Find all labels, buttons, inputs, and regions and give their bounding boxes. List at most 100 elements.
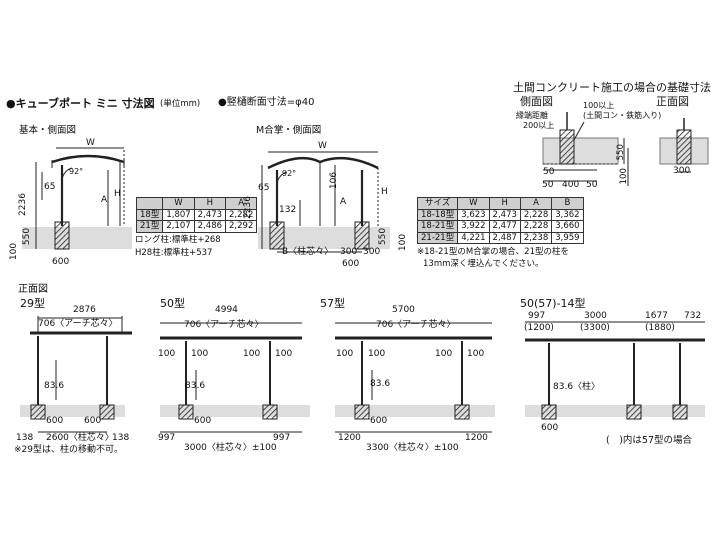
basic-2236-label: 2236	[17, 193, 28, 216]
m-title: M合掌・側面図	[256, 125, 322, 136]
foundation-front-title: 正面図	[656, 95, 689, 108]
m-h-label: H	[381, 187, 388, 197]
fd-50a-label: 50	[543, 167, 555, 177]
note-h28-post: H28柱:標準柱+537	[135, 248, 213, 258]
fd-100b-label: (土間コン・鉄筋入り)	[583, 111, 662, 120]
basic-65-label: 65	[44, 182, 56, 192]
front-14-1677: 1677	[645, 311, 668, 321]
front-29-span: 2600〈柱芯々〉	[46, 433, 114, 443]
basic-angle-label: 92°	[69, 167, 84, 176]
front-57-100d: 100	[467, 349, 485, 359]
m-132-label: 132	[279, 205, 297, 215]
front-50-arch: 706〈アーチ芯々〉	[184, 320, 264, 330]
main-title: ●キューブポート ミニ 寸法図	[6, 97, 155, 110]
basic-side-drawing	[22, 147, 132, 250]
basic-title: 基本・側面図	[19, 125, 77, 136]
front-29-title: 29型	[20, 297, 45, 310]
basic-w-label: W	[86, 138, 95, 148]
front-14-drawing	[525, 321, 705, 420]
front-14-1200: (1200)	[524, 323, 554, 333]
front-29-height: 83.6	[44, 381, 65, 391]
front-57-height: 83.6	[370, 379, 391, 389]
m-100-label: 100	[398, 233, 409, 252]
front-57-arch: 706〈アーチ芯々〉	[376, 320, 456, 330]
front-29-138b: 138	[112, 433, 130, 443]
basic-550-label: 550	[22, 227, 33, 246]
front-57-1200b: 1200	[465, 433, 488, 443]
front-29-600b: 600	[84, 416, 102, 426]
m-65-label: 65	[258, 183, 270, 193]
front-title: 正面図	[18, 284, 48, 295]
fd-300-label: 300	[673, 166, 691, 176]
front-57-title: 57型	[320, 297, 345, 310]
m-b-label: B〈柱芯々〉	[282, 247, 334, 257]
front-57-600: 600	[370, 416, 388, 426]
note-long-post: ロング柱:標準柱+268	[135, 235, 221, 245]
gutter-spec: ●竪樋断面寸法=φ40	[218, 97, 315, 108]
front-50-600: 600	[194, 416, 212, 426]
front-50-100b: 100	[191, 349, 209, 359]
m-300a-label: 300	[340, 247, 358, 257]
front-50-width: 4994	[215, 305, 238, 315]
front-14-title: 50(57)-14型	[520, 297, 586, 310]
basic-a-label: A	[101, 195, 108, 205]
m-a-label: A	[340, 197, 347, 207]
front-57-span: 3300〈柱芯々〉±100	[366, 443, 459, 453]
front-29-600a: 600	[46, 416, 64, 426]
foundation-front-drawing	[659, 118, 709, 173]
note-13mm: 13mm深く埋込んでください。	[423, 259, 544, 269]
fd-550-label: 550	[615, 144, 626, 161]
m-550-label: 550	[378, 227, 389, 246]
fd-100-label: 100以上	[583, 101, 615, 110]
front-14-3000: 3000	[584, 311, 607, 321]
front-50-100a: 100	[158, 349, 176, 359]
front-29-note: ※29型は、柱の移動不可。	[14, 445, 123, 455]
basic-100-label: 100	[9, 242, 20, 261]
m-600-label: 600	[342, 259, 360, 269]
front-14-1880: (1880)	[645, 323, 675, 333]
basic-600-label: 600	[52, 257, 70, 267]
front-50-997a: 997	[158, 433, 176, 443]
m-side-drawing	[258, 151, 390, 253]
front-50-997b: 997	[273, 433, 291, 443]
front-29-width: 2876	[73, 305, 96, 315]
fd-edge-label: 縁端距離	[516, 111, 548, 120]
foundation-side-drawing	[542, 112, 629, 186]
front-14-height: 83.6〈柱〉	[553, 382, 601, 392]
front-57-100c: 100	[435, 349, 453, 359]
fd-50b-label: 50	[586, 180, 598, 190]
front-14-3300: (3300)	[580, 323, 610, 333]
front-14-600: 600	[541, 423, 559, 433]
front-57-width: 5700	[392, 305, 415, 315]
front-50-title: 50型	[160, 297, 185, 310]
fd-100-dim: 100	[618, 168, 629, 185]
front-57-drawing	[335, 322, 495, 433]
front-50-span: 3000〈柱芯々〉±100	[184, 443, 277, 453]
fd-50a2-label: 50	[542, 180, 554, 190]
basic-h-label: H	[114, 189, 121, 199]
front-14-997: 997	[528, 311, 546, 321]
note-18-21: ※18-21型のM合掌の場合、21型の柱を	[417, 247, 569, 257]
front-50-100d: 100	[275, 349, 293, 359]
front-57-1200a: 1200	[338, 433, 361, 443]
foundation-title: 土間コンクリート施工の場合の基礎寸法	[513, 81, 711, 94]
front-57-note: ( )内は57型の場合	[606, 435, 693, 446]
fd-400-label: 400	[562, 180, 580, 190]
front-50-height: 83.6	[185, 381, 206, 391]
m-w-label: W	[318, 141, 327, 151]
m-106-label: 106	[329, 171, 340, 190]
front-29-138a: 138	[16, 433, 34, 443]
m-300b-label: 300	[363, 247, 381, 257]
m-2236-label: 2236	[242, 196, 253, 219]
unit-label: (単位mm)	[160, 99, 201, 109]
front-29-drawing	[20, 316, 132, 433]
foundation-side-title: 側面図	[520, 95, 553, 108]
front-57-100b: 100	[368, 349, 386, 359]
